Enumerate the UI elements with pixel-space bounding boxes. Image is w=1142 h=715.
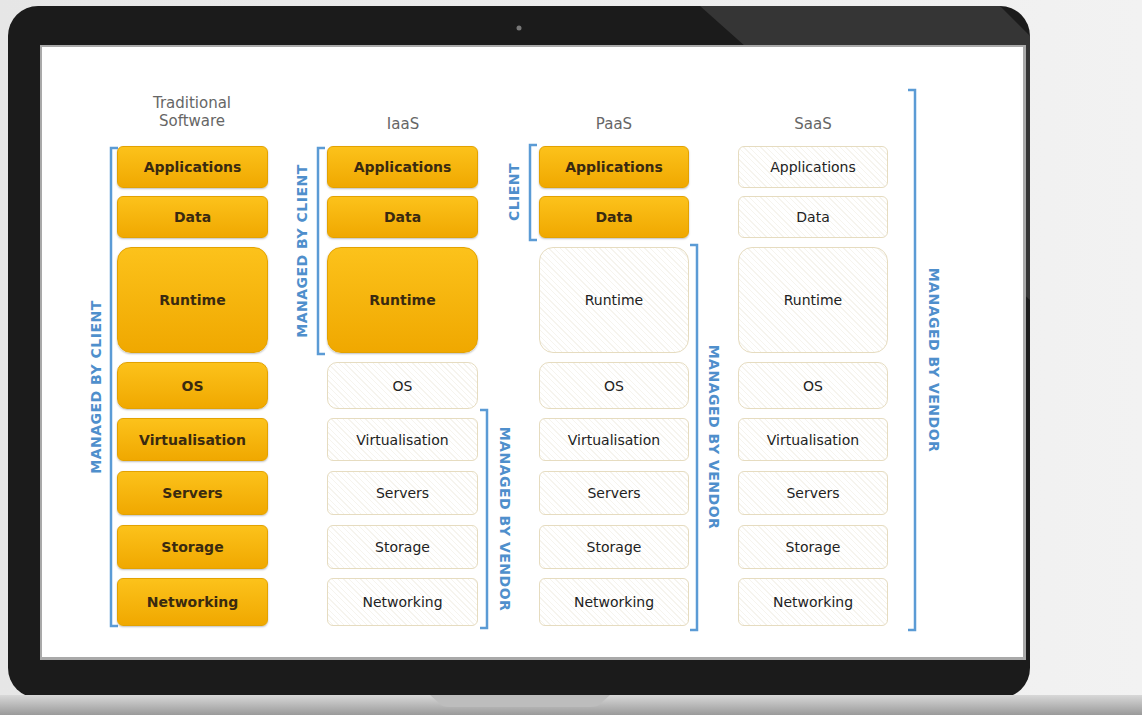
vendor-layer-box: Servers [738, 471, 888, 515]
layer-label: Servers [587, 485, 640, 501]
layer-label: Data [796, 209, 829, 225]
brackets [111, 90, 915, 630]
layer-label: Virtualisation [568, 432, 660, 448]
vendor-layer-box: Networking [738, 578, 888, 626]
layer-label: Runtime [784, 292, 842, 308]
client-layer-box: Data [539, 196, 689, 238]
layer-label: Data [595, 209, 632, 225]
vendor-layer-box: Storage [327, 525, 478, 569]
layer-label: Networking [773, 594, 853, 610]
layer-label: Networking [574, 594, 654, 610]
camera-dot [517, 26, 522, 31]
layer-label: Data [174, 209, 211, 225]
layer-label: Virtualisation [767, 432, 859, 448]
layer-label: Servers [786, 485, 839, 501]
layer-label: Storage [587, 539, 642, 555]
column-heading: SaaS [794, 115, 831, 133]
layer-label: OS [604, 378, 624, 394]
vendor-layer-box: Virtualisation [539, 418, 689, 461]
layer-label: Data [384, 209, 421, 225]
client-layer-box: Data [327, 196, 478, 238]
bracket-iaas-client [318, 148, 325, 354]
layer-label: Networking [362, 594, 442, 610]
vendor-layer-box: Servers [539, 471, 689, 515]
laptop-bezel [8, 6, 1030, 698]
bracket-iaas-vendor [480, 410, 487, 628]
layer-label: OS [182, 378, 204, 394]
layer-label: Applications [354, 159, 452, 175]
client-layer-box: OS [117, 362, 268, 409]
client-layer-box: Networking [117, 578, 268, 626]
bracket-label: MANAGED BY CLIENT [88, 300, 104, 474]
layer-label: Virtualisation [356, 432, 448, 448]
layer-label: Servers [162, 485, 222, 501]
screen [42, 47, 1023, 657]
laptop-base [0, 695, 1142, 715]
vendor-layer-box: Applications [738, 146, 888, 188]
vendor-layer-box: OS [738, 362, 888, 409]
layer-label: Applications [565, 159, 663, 175]
client-layer-box: Data [117, 196, 268, 238]
bracket-paas-vendor [690, 245, 697, 630]
vendor-layer-box: Storage [539, 525, 689, 569]
layer-label: Applications [144, 159, 242, 175]
vendor-layer-box: Data [738, 196, 888, 238]
layer-label: Runtime [369, 292, 435, 308]
client-layer-box: Runtime [327, 247, 478, 353]
bracket-label: CLIENT [506, 163, 522, 221]
column-heading: PaaS [596, 115, 632, 133]
bracket-label: MANAGED BY VENDOR [706, 345, 722, 530]
client-layer-box: Servers [117, 471, 268, 515]
client-layer-box: Virtualisation [117, 418, 268, 461]
vendor-layer-box: Servers [327, 471, 478, 515]
vendor-layer-box: Virtualisation [327, 418, 478, 461]
client-layer-box: Applications [539, 146, 689, 188]
screen-shadow [40, 45, 1026, 660]
bracket-label: MANAGED BY VENDOR [497, 427, 513, 612]
vendor-layer-box: Networking [539, 578, 689, 626]
layer-label: Applications [770, 159, 856, 175]
vendor-layer-box: Virtualisation [738, 418, 888, 461]
layer-label: Storage [375, 539, 430, 555]
client-layer-box: Storage [117, 525, 268, 569]
vendor-layer-box: Runtime [539, 247, 689, 353]
bracket-label: MANAGED BY VENDOR [926, 268, 942, 453]
vendor-layer-box: Networking [327, 578, 478, 626]
bracket-paas-client [530, 145, 537, 240]
layer-label: Servers [376, 485, 429, 501]
layer-label: Storage [161, 539, 223, 555]
client-layer-box: Applications [117, 146, 268, 188]
layer-label: OS [393, 378, 413, 394]
vendor-layer-box: OS [327, 362, 478, 409]
column-heading: Traditional Software [132, 94, 252, 130]
vendor-layer-box: Runtime [738, 247, 888, 353]
layer-label: Runtime [159, 292, 225, 308]
layer-label: Runtime [585, 292, 643, 308]
layer-label: Virtualisation [139, 432, 246, 448]
layer-label: Storage [786, 539, 841, 555]
bracket-saas-vendor [908, 90, 915, 630]
bracket-label: MANAGED BY CLIENT [294, 164, 310, 338]
vendor-layer-box: OS [539, 362, 689, 409]
base-notch [430, 695, 610, 707]
column-heading: IaaS [387, 115, 419, 133]
layer-label: Networking [147, 594, 238, 610]
vendor-layer-box: Storage [738, 525, 888, 569]
layer-label: OS [803, 378, 823, 394]
client-layer-box: Applications [327, 146, 478, 188]
client-layer-box: Runtime [117, 247, 268, 353]
